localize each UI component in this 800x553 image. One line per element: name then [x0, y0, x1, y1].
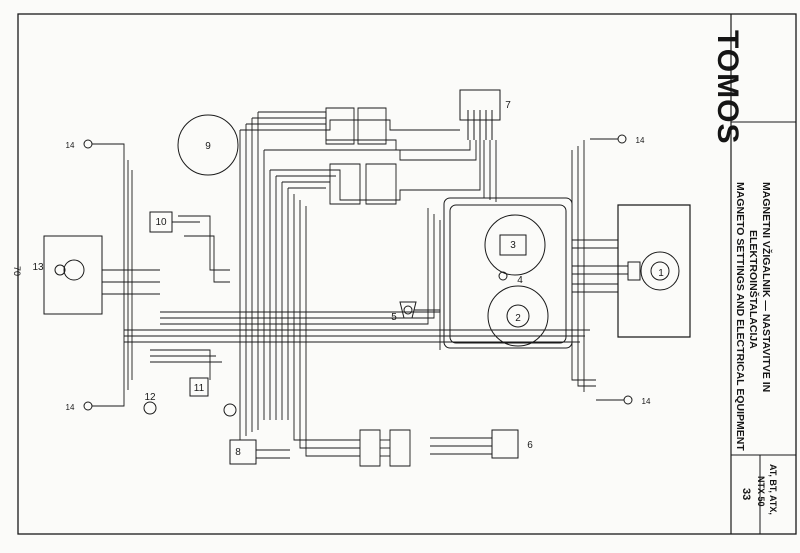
label-5: 5 [391, 312, 397, 323]
label-3: 3 [510, 240, 516, 251]
label-14-top-right: 14 [636, 136, 645, 145]
label-12: 12 [144, 392, 156, 403]
label-14-bottom-right: 14 [642, 397, 651, 406]
label-14-top-left: 14 [66, 141, 75, 150]
label-7: 7 [505, 100, 511, 111]
indicator-14-top-left [83, 139, 118, 149]
component-11 [189, 377, 209, 397]
component-12 [143, 401, 157, 415]
label-10: 10 [155, 217, 167, 228]
models-line-1: AT, BT, ATX, [768, 464, 778, 515]
page-border [17, 13, 797, 535]
connector-block-7 [459, 89, 501, 140]
label-6: 6 [527, 440, 533, 451]
models-line-2: NTX 50 [756, 476, 766, 507]
connector-block-6 [430, 429, 519, 459]
component-8 [223, 403, 257, 465]
label-9: 9 [205, 141, 211, 152]
label-2: 2 [515, 313, 521, 324]
indicator-14-bottom-right [596, 395, 633, 405]
label-4: 4 [517, 275, 523, 286]
label-14-bottom-left: 14 [66, 403, 75, 412]
indicator-14-bottom-left [83, 401, 118, 411]
title-line-3: MAGNETO SETTINGS AND ELECTRICAL EQUIPMEN… [734, 182, 746, 451]
brand-logo: TOMOS [711, 30, 744, 145]
wiring-harness [102, 107, 628, 467]
switch-5 [399, 301, 417, 319]
figure-reference: 70 [12, 266, 22, 277]
headlight [617, 204, 691, 338]
label-13: 13 [32, 262, 44, 273]
title-line-1: MAGNETNI VŽIGALNIK — NASTAVITVE IN [760, 182, 772, 393]
component-10 [149, 211, 200, 233]
label-11: 11 [194, 383, 205, 394]
indicator-14-top-right [590, 134, 627, 144]
tail-lamp-13 [43, 235, 103, 315]
label-1: 1 [658, 268, 664, 279]
speedometer-9 [177, 114, 239, 176]
page-number: 33 [740, 488, 752, 501]
magneto-housing [443, 197, 573, 349]
label-8: 8 [235, 447, 241, 458]
title-line-2: ELEKTROINŠTALACIJA [747, 230, 759, 349]
